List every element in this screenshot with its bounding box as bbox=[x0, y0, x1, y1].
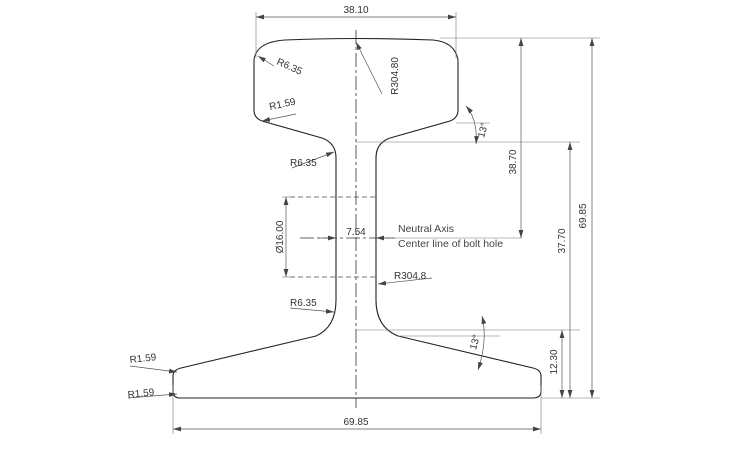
label-base-angle: 13° bbox=[468, 334, 483, 351]
label-web-thickness: 7.54 bbox=[346, 227, 366, 238]
label-head-corner-radius: R6.35 bbox=[275, 57, 304, 78]
label-head-width: 38.10 bbox=[343, 5, 368, 16]
note-bolt-hole-centerline: Center line of bolt hole bbox=[398, 238, 503, 250]
label-head-angle: 13° bbox=[476, 122, 491, 139]
angle-base-arc bbox=[477, 315, 487, 371]
label-crown-radius: R304.80 bbox=[390, 57, 401, 95]
leader-upper-fillet bbox=[291, 151, 335, 169]
label-head-depth: 38.70 bbox=[508, 149, 519, 174]
rail-profile-outline bbox=[172, 37, 542, 399]
leader-lower-fillet bbox=[289, 307, 335, 314]
leader-base-top-edge bbox=[129, 365, 178, 374]
label-bolt-hole: Ø16.00 bbox=[275, 220, 286, 253]
label-base-thickness: 12.30 bbox=[549, 349, 560, 374]
angle-head-arc bbox=[465, 105, 480, 145]
label-head-underside-radius: R1.59 bbox=[268, 97, 297, 113]
leader-web bbox=[377, 277, 433, 286]
leader-crown bbox=[355, 41, 383, 95]
label-height: 69.85 bbox=[578, 203, 589, 228]
label-base-bottom-edge-radius: R1.59 bbox=[127, 387, 155, 401]
label-upper-fillet-radius: R6.35 bbox=[290, 158, 317, 169]
leader-head-underside bbox=[261, 113, 297, 122]
label-base-top-edge-radius: R1.59 bbox=[129, 352, 157, 366]
leader-head-corner bbox=[257, 55, 275, 67]
note-neutral-axis: Neutral Axis bbox=[398, 223, 454, 235]
label-base-to-neutral: 37.70 bbox=[557, 228, 568, 253]
label-base-width: 69.85 bbox=[343, 417, 368, 428]
label-web-radius: R304.8 bbox=[394, 271, 427, 282]
leader-base-bottom-edge bbox=[127, 392, 178, 399]
label-lower-fillet-radius: R6.35 bbox=[290, 298, 317, 309]
